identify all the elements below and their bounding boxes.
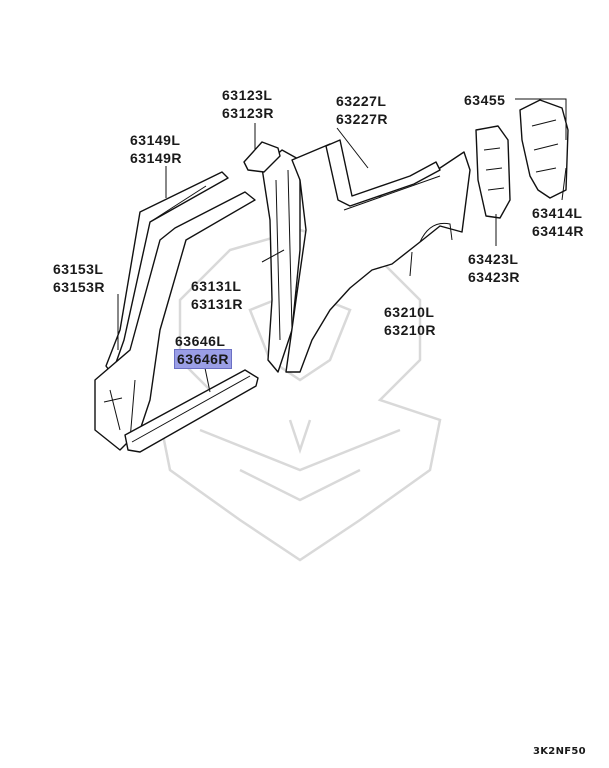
part-number-63455[interactable]: 63455	[464, 92, 506, 108]
part-number-63227l[interactable]: 63227L	[336, 93, 387, 109]
part-number-63414r[interactable]: 63414R	[532, 223, 585, 239]
label-63210[interactable]: 63210L 63210R	[384, 303, 436, 339]
part-63123-upper-bracket	[243, 141, 281, 173]
part-63210-quarter-panel	[285, 143, 471, 373]
part-number-63153r[interactable]: 63153R	[53, 279, 106, 295]
part-number-63646r-highlighted[interactable]: 63646R	[173, 349, 233, 369]
part-number-63227r[interactable]: 63227R	[336, 111, 389, 127]
label-63131[interactable]: 63131L 63131R	[191, 277, 243, 313]
part-number-63210l[interactable]: 63210L	[384, 304, 435, 320]
part-63414-tail-post	[519, 99, 569, 199]
label-63414[interactable]: 63414L 63414R	[532, 204, 584, 240]
label-63123[interactable]: 63123L 63123R	[222, 86, 274, 122]
part-number-63423r[interactable]: 63423R	[468, 269, 521, 285]
label-63153[interactable]: 63153L 63153R	[53, 260, 105, 296]
label-63423[interactable]: 63423L 63423R	[468, 250, 520, 286]
part-number-63131l[interactable]: 63131L	[191, 278, 242, 294]
label-63149[interactable]: 63149L 63149R	[130, 131, 182, 167]
part-number-63123r[interactable]: 63123R	[222, 105, 275, 121]
drawing-code: 3K2NF50	[533, 746, 586, 757]
part-number-63131r[interactable]: 63131R	[191, 296, 244, 312]
part-number-63414l[interactable]: 63414L	[532, 205, 583, 221]
label-63646[interactable]: 63646L 63646R	[173, 332, 233, 369]
part-63423-tail-bracket	[475, 125, 511, 219]
part-63149-pillar-strip	[105, 171, 229, 375]
part-number-63149l[interactable]: 63149L	[130, 132, 181, 148]
part-number-63646l[interactable]: 63646L	[175, 333, 226, 349]
part-number-63149r[interactable]: 63149R	[130, 150, 183, 166]
label-63227[interactable]: 63227L 63227R	[336, 92, 388, 128]
leader-lines	[117, 98, 567, 393]
label-63455[interactable]: 63455	[464, 91, 505, 109]
part-number-63123l[interactable]: 63123L	[222, 87, 273, 103]
part-number-63423l[interactable]: 63423L	[468, 251, 519, 267]
part-63131-center-pillar	[261, 149, 301, 373]
part-number-63153l[interactable]: 63153L	[53, 261, 104, 277]
part-63227-roof-rail	[325, 139, 441, 207]
part-number-63210r[interactable]: 63210R	[384, 322, 437, 338]
